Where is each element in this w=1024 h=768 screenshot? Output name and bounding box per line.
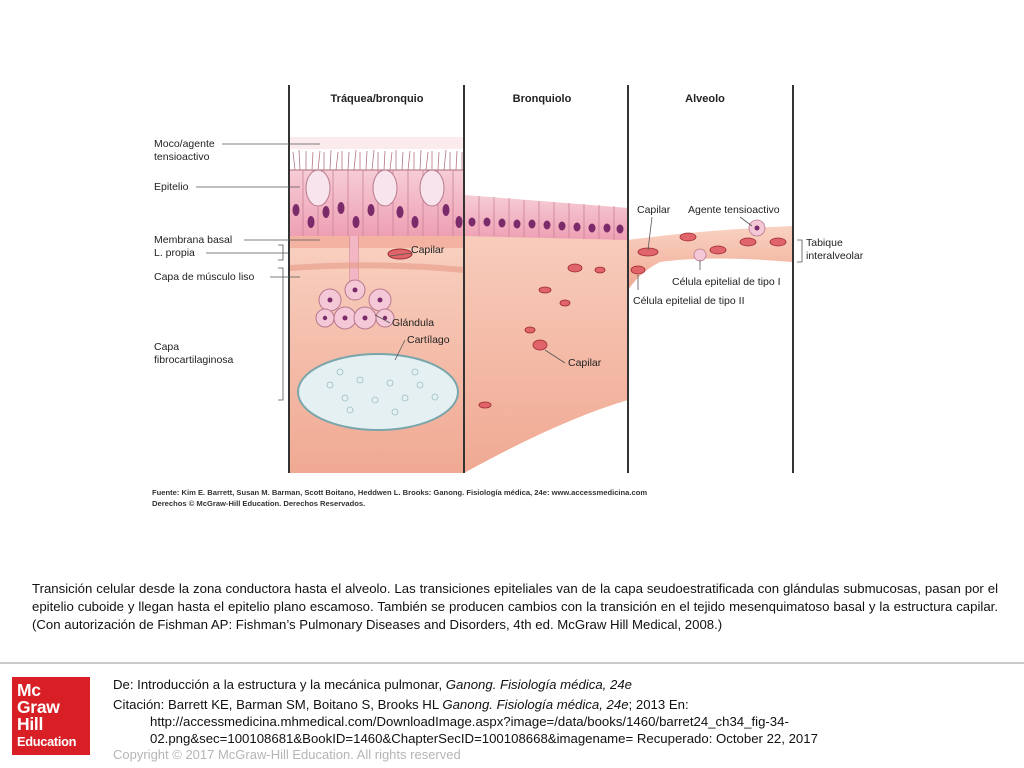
label-type-2-cell: Célula epitelial de tipo II xyxy=(633,295,745,307)
source-prefix: De: Introducción a la estructura y la me… xyxy=(113,677,446,692)
mcgraw-hill-logo: Mc Graw Hill Education xyxy=(12,677,90,755)
logo-line-3: Hill xyxy=(17,714,44,734)
label-mucus-line-2: tensioactivo xyxy=(154,151,210,163)
label-cartilage: Cartílago xyxy=(407,334,450,346)
source-line-2: Derechos © McGraw-Hill Education. Derech… xyxy=(152,499,366,508)
airway-transition-diagram: Tráquea/bronquio Bronquiolo Alveolo Moco… xyxy=(152,85,863,509)
column-dividers xyxy=(288,85,794,473)
label-septum-line-1: Tabique xyxy=(806,237,843,249)
label-mucus-line-1: Moco/agente xyxy=(154,138,215,150)
bronchiole-block xyxy=(464,195,628,473)
label-mucus: Moco/agente tensioactivo xyxy=(154,138,215,164)
leader-lines xyxy=(196,143,803,401)
label-capillary-alveolus: Capilar xyxy=(637,204,671,216)
citation-prefix: Citación: Barrett KE, Barman SM, Boitano… xyxy=(113,697,443,712)
label-capillary-trachea: Capilar xyxy=(411,244,445,256)
label-fibrocartilage: Capa fibrocartilaginosa xyxy=(154,341,233,367)
figure-source: Fuente: Kim E. Barrett, Susan M. Barman,… xyxy=(152,487,647,509)
trachea-block xyxy=(288,137,465,473)
label-fibrocartilage-line-1: Capa xyxy=(154,341,180,353)
source-line-1: Fuente: Kim E. Barrett, Susan M. Barman,… xyxy=(152,488,648,497)
citation-book-title: Ganong. Fisiología médica, 24e xyxy=(442,697,629,712)
figure-caption: Transición celular desde la zona conduct… xyxy=(32,581,998,632)
histology-illustration xyxy=(196,85,803,473)
logo-line-2: Graw xyxy=(17,697,60,717)
citation-suffix: ; 2013 En: xyxy=(628,697,689,712)
alveolus-block xyxy=(628,219,792,290)
label-epithelium: Epitelio xyxy=(154,181,189,193)
column-title-trachea: Tráquea/bronquio xyxy=(330,93,424,105)
label-surfactant: Agente tensioactivo xyxy=(688,204,780,216)
logo-line-1: Mc xyxy=(17,680,41,700)
label-septum-line-2: interalveolar xyxy=(806,250,864,262)
label-type-1-cell: Célula epitelial de tipo I xyxy=(672,276,781,288)
citation-url-1[interactable]: http://accessmedicina.mhmedical.com/Down… xyxy=(150,714,789,729)
label-gland: Glándula xyxy=(392,317,435,329)
copyright-notice: Copyright © 2017 McGraw-Hill Education. … xyxy=(113,747,461,762)
column-title-alveolus: Alveolo xyxy=(685,93,725,105)
logo-line-4: Education xyxy=(17,734,77,749)
citation-url-2[interactable]: 02.png&sec=100108681&BookID=1460&Chapter… xyxy=(150,731,818,746)
label-fibrocartilage-line-2: fibrocartilaginosa xyxy=(154,354,234,366)
column-title-bronchiole: Bronquiolo xyxy=(512,93,572,105)
label-basal-membrane: Membrana basal xyxy=(154,234,233,246)
label-interalveolar-septum: Tabique interalveolar xyxy=(806,237,863,263)
citation-line: Citación: Barrett KE, Barman SM, Boitano… xyxy=(113,696,689,713)
source-book-title: Ganong. Fisiología médica, 24e xyxy=(445,677,632,692)
label-smooth-muscle: Capa de músculo liso xyxy=(154,271,255,283)
footer-divider xyxy=(0,662,1024,664)
label-lamina-propria: L. propia xyxy=(154,247,195,259)
source-line: De: Introducción a la estructura y la me… xyxy=(113,676,632,693)
label-capillary-bronchiole: Capilar xyxy=(568,357,602,369)
